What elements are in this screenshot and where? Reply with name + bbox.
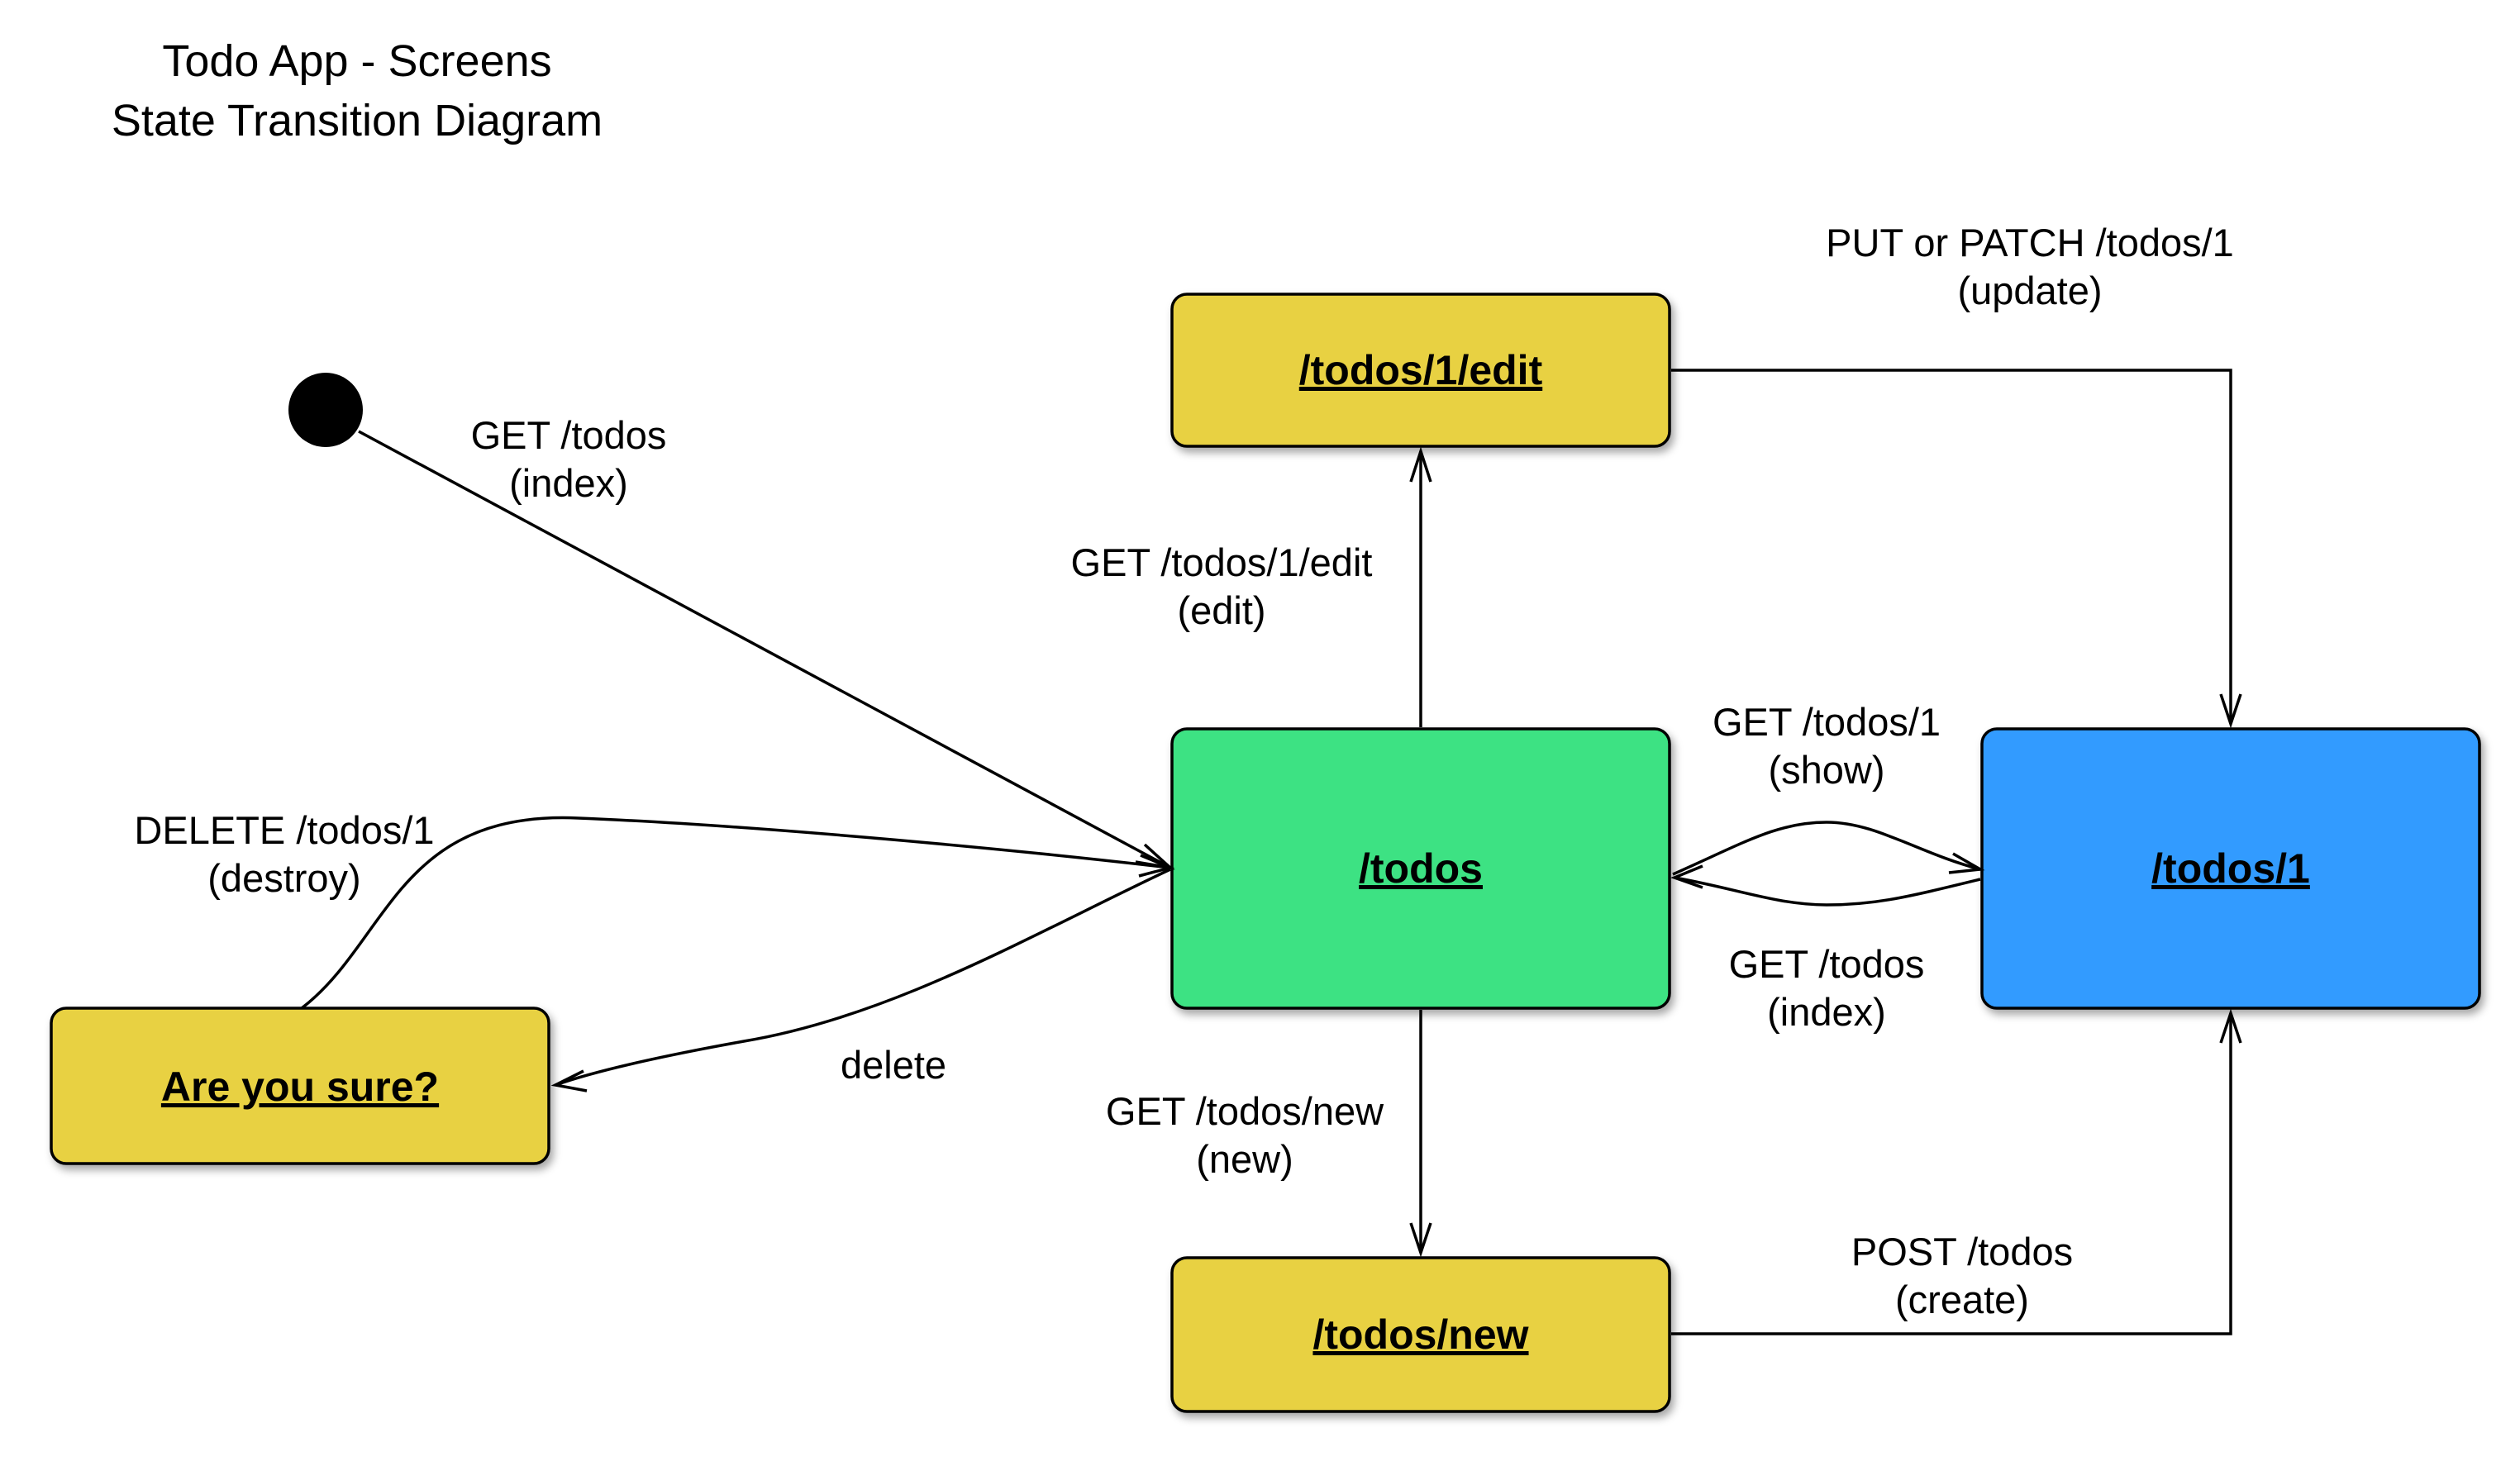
state-confirm-box [50, 1007, 550, 1165]
edge-index-to-show-arrowhead [1948, 852, 1985, 874]
edge-index-to-edit-arrowhead [1409, 446, 1432, 483]
diagram-title-line1: Todo App - Screens [162, 36, 551, 86]
state-confirm-label: Are you sure? [161, 1064, 439, 1110]
label-index-to-show-line1: GET /todos/1 [1713, 700, 1941, 744]
state-edit[interactable]: /todos/1/edit [1170, 293, 1671, 448]
label-confirm-to-index-line2: (destroy) [207, 856, 360, 900]
label-show-to-index-line1: GET /todos [1729, 942, 1925, 986]
label-edit-to-show-line1: PUT or PATCH /todos/1 [1826, 221, 2234, 264]
edge-confirm-to-index [300, 816, 1171, 1010]
edge-index-to-show [1672, 821, 1981, 876]
edge-confirm-to-index-arrowhead [1138, 854, 1175, 878]
edge-show-to-index-arrowhead [1670, 864, 1703, 889]
label-start-to-index-line1: GET /todos [471, 413, 667, 457]
state-confirm[interactable]: Are you sure? [50, 1007, 550, 1165]
label-index-to-new-line2: (new) [1196, 1137, 1293, 1181]
edge-new-to-show [1671, 1013, 2232, 1335]
label-show-to-index-line2: (index) [1767, 990, 1886, 1034]
edge-new-to-show-arrowhead [2219, 1008, 2242, 1044]
state-new-box [1170, 1256, 1671, 1413]
label-index-to-new-line1: GET /todos/new [1106, 1089, 1384, 1133]
state-edit-label: /todos/1/edit [1299, 347, 1543, 393]
label-start-to-index-line2: (index) [509, 461, 628, 505]
edge-index-to-new-arrowhead [1409, 1222, 1432, 1258]
edge-edit-to-show [1671, 369, 2232, 724]
initial-state-node [288, 373, 363, 447]
label-edit-to-show-line2: (update) [1957, 269, 2102, 312]
label-index-to-show-line2: (show) [1768, 748, 1884, 792]
edge-show-to-index [1674, 876, 1981, 907]
state-edit-box [1170, 293, 1671, 448]
label-new-to-show-line1: POST /todos [1851, 1230, 2073, 1273]
edge-edit-to-show-arrowhead [2219, 693, 2242, 729]
state-show-label: /todos/1 [2151, 845, 2310, 892]
label-index-to-edit-line2: (edit) [1177, 588, 1265, 632]
state-show[interactable]: /todos/1 [1980, 727, 2481, 1010]
state-index[interactable]: /todos [1170, 727, 1671, 1010]
label-index-to-confirm: delete [841, 1043, 946, 1087]
edge-index-to-confirm-arrowhead [550, 1069, 588, 1092]
state-new-label: /todos/new [1312, 1311, 1528, 1358]
edge-index-to-confirm [555, 868, 1171, 1087]
diagram-title-line2: State Transition Diagram [112, 96, 603, 145]
edge-start-to-index [358, 430, 1171, 869]
label-confirm-to-index-line1: DELETE /todos/1 [134, 808, 434, 852]
label-index-to-edit-line1: GET /todos/1/edit [1071, 540, 1373, 584]
state-new[interactable]: /todos/new [1170, 1256, 1671, 1413]
state-show-box [1980, 727, 2481, 1010]
state-index-label: /todos [1359, 845, 1483, 892]
label-new-to-show-line2: (create) [1895, 1278, 2029, 1321]
